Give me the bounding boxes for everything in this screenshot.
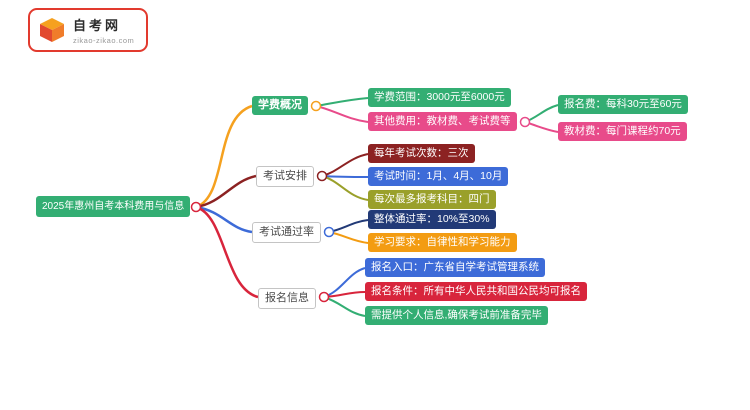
node-max-subjects: 每次最多报考科目：四门 bbox=[368, 190, 496, 209]
box-logo-icon bbox=[40, 18, 64, 42]
junction-exam-schedule bbox=[316, 170, 328, 182]
node-registration-eligibility: 报名条件：所有中华人民共和国公民均可报名 bbox=[365, 282, 587, 301]
logo-title: 自考网 bbox=[73, 18, 122, 33]
branch-line-registration-info bbox=[195, 205, 259, 299]
node-registration-fee: 报名费：每科30元至60元 bbox=[558, 95, 688, 114]
node-other-fees: 其他费用：教材费、考试费等 bbox=[368, 112, 517, 131]
mindmap-root-node: 2025年惠州自考本科费用与信息 bbox=[36, 196, 191, 217]
line-personal-info-note bbox=[323, 296, 366, 317]
logo-text-block: 自考网 zikao-zikao.com bbox=[73, 15, 134, 45]
line-overall-pass-rate bbox=[328, 219, 369, 233]
line-other-fees bbox=[315, 105, 369, 123]
line-max-subjects bbox=[321, 175, 369, 201]
branch-tuition-overview: 学费概况 bbox=[252, 96, 308, 115]
junction-root bbox=[190, 201, 202, 213]
line-study-requirements bbox=[328, 231, 369, 244]
branch-registration-info: 报名信息 bbox=[258, 288, 316, 309]
site-logo: 自考网 zikao-zikao.com bbox=[28, 8, 149, 52]
node-exam-dates: 考试时间：1月、4月、10月 bbox=[368, 167, 509, 186]
branch-line-exam-schedule bbox=[195, 174, 257, 209]
node-exam-frequency: 每年考试次数：三次 bbox=[368, 144, 475, 163]
branch-exam-schedule: 考试安排 bbox=[256, 166, 314, 187]
node-textbook-fee: 教材费：每门课程约70元 bbox=[558, 122, 687, 141]
junction-registration-info bbox=[318, 291, 330, 303]
node-registration-portal: 报名入口：广东省自学考试管理系统 bbox=[365, 258, 545, 277]
junction-other-fees bbox=[519, 116, 531, 128]
node-tuition-range: 学费范围：3000元至6000元 bbox=[368, 88, 511, 107]
logo-subtitle: zikao-zikao.com bbox=[73, 36, 135, 45]
junction-pass-rate bbox=[323, 226, 335, 238]
branch-line-tuition-overview bbox=[195, 104, 253, 209]
line-registration-fee bbox=[524, 104, 559, 123]
line-exam-frequency bbox=[321, 153, 369, 177]
node-personal-info-note: 需提供个人信息,确保考试前准备完毕 bbox=[365, 306, 548, 325]
line-exam-dates bbox=[321, 175, 369, 178]
node-overall-pass-rate: 整体通过率：10%至30% bbox=[368, 210, 496, 229]
node-study-requirements: 学习要求：自律性和学习能力 bbox=[368, 233, 517, 252]
line-tuition-range bbox=[315, 97, 369, 107]
branch-line-pass-rate bbox=[195, 205, 253, 234]
junction-tuition-overview bbox=[310, 100, 322, 112]
branch-pass-rate: 考试通过率 bbox=[252, 222, 321, 243]
